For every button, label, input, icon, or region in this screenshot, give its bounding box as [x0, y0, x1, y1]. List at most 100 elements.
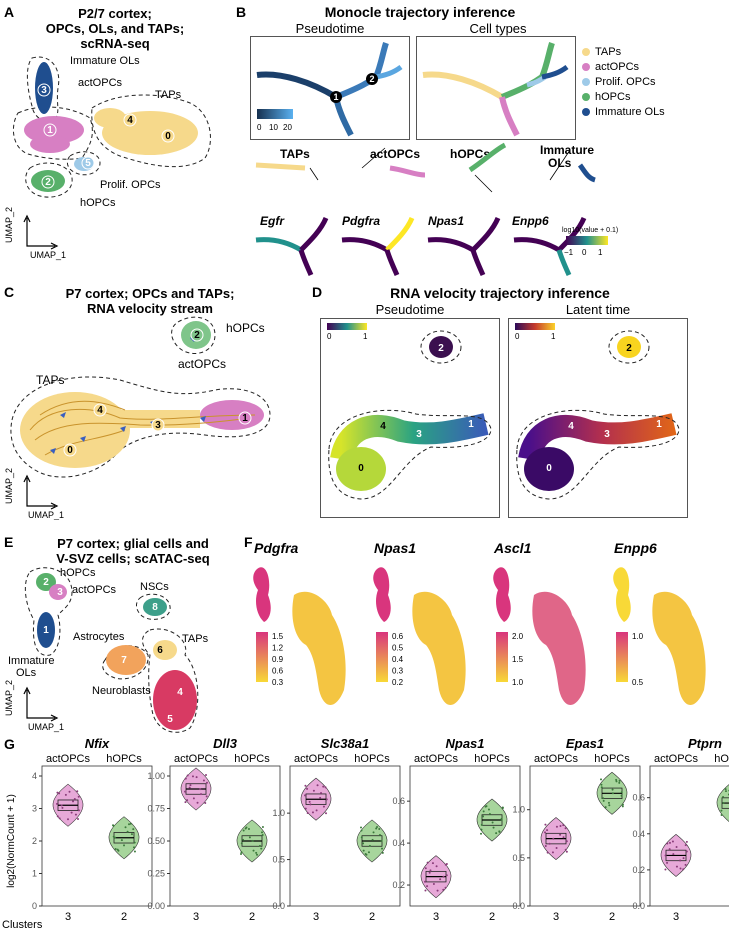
data-point: [256, 853, 259, 856]
data-point: [492, 826, 495, 829]
axis-umap1: UMAP_1: [28, 510, 64, 520]
data-point: [252, 849, 255, 852]
panel-a-title-line: P2/7 cortex;: [78, 6, 152, 21]
data-point: [544, 831, 547, 834]
label-neuroblasts: Neuroblasts: [92, 685, 151, 697]
data-point: [319, 796, 322, 799]
data-point: [195, 776, 198, 779]
cluster-label: 1: [656, 419, 662, 430]
data-point: [204, 774, 207, 777]
data-point: [312, 789, 315, 792]
group-label: actOPCs: [46, 753, 91, 765]
panel-b-title: Monocle trajectory inference: [324, 4, 516, 20]
data-point: [376, 826, 379, 829]
umap-cloud-svz: [532, 591, 586, 705]
y-tick-label: 0.00: [147, 901, 165, 911]
gene-title: Nfix: [85, 736, 110, 751]
colorbar-tick: 0.6: [272, 667, 284, 676]
data-point: [132, 828, 135, 831]
panel-c-title-line: P7 cortex; OPCs and TAPs;: [65, 286, 235, 301]
data-point: [424, 889, 427, 892]
pseudotime-velocity-box: 0 1 2 4 3 0 1: [320, 318, 500, 518]
y-tick-label: 0.0: [632, 901, 645, 911]
gene-title: Npas1: [445, 736, 484, 751]
cluster-label: 8: [152, 602, 158, 613]
y-tick-label: 0.5: [512, 853, 525, 863]
data-point: [61, 806, 64, 809]
data-point: [381, 847, 384, 850]
data-point: [679, 867, 682, 870]
gl-tick: −1: [564, 248, 574, 257]
cluster-label: 1: [43, 625, 49, 636]
data-point: [675, 846, 678, 849]
legend-swatch: [582, 107, 590, 116]
data-point: [620, 794, 623, 797]
gene-trajectory-branch: [471, 216, 501, 252]
cluster-label: 2: [438, 343, 444, 354]
group-label: hOPCs: [474, 753, 510, 765]
data-point: [124, 826, 127, 829]
data-point: [424, 867, 427, 870]
panel-e-atac: 2 3 1 8 7 6 4 5 hOPCs actOPCs Immature O…: [4, 567, 209, 733]
data-point: [360, 826, 363, 829]
y-tick-label: 4: [32, 771, 37, 781]
group-label: actOPCs: [294, 753, 339, 765]
gene-trajectory-branch: [384, 249, 400, 276]
data-point: [56, 815, 59, 818]
umap-cloud-svz: [652, 591, 706, 705]
plot-frame: [41, 765, 153, 907]
data-point: [488, 812, 491, 815]
data-point: [304, 794, 307, 797]
data-point: [240, 853, 243, 856]
panel-c-letter: C: [4, 284, 15, 300]
color-bar: [376, 632, 388, 682]
data-point: [679, 859, 682, 862]
data-point: [551, 851, 554, 854]
colorbar-tick: 1.2: [272, 644, 284, 653]
cluster-label: 0: [67, 445, 73, 456]
data-point: [428, 871, 431, 874]
data-point: [76, 790, 79, 793]
data-point: [500, 818, 503, 821]
legend-label: TAPs: [595, 45, 622, 58]
plot-frame: [529, 765, 641, 907]
label-taps: TAPs: [182, 633, 209, 645]
cluster-label: 4: [568, 421, 574, 432]
data-point: [133, 850, 136, 853]
data-point: [316, 784, 319, 787]
plot-frame: [649, 765, 729, 907]
data-point: [498, 830, 501, 833]
legend-swatch: [582, 62, 590, 71]
data-point: [424, 880, 427, 883]
data-point: [724, 790, 727, 793]
legend-item: Prolif. OPCs: [582, 74, 727, 89]
data-point: [684, 863, 687, 866]
data-point: [608, 804, 611, 807]
group-label: hOPCs: [714, 753, 729, 765]
data-point: [432, 883, 435, 886]
data-point: [480, 823, 483, 826]
data-point: [546, 829, 549, 832]
x-tick-label: 2: [609, 911, 615, 923]
data-point: [324, 786, 327, 789]
data-point: [675, 865, 678, 868]
plot-frame: [169, 765, 281, 907]
panel-e-title-line: P7 cortex; glial cells and: [57, 536, 209, 551]
data-point: [362, 842, 365, 845]
group-label: hOPCs: [106, 753, 142, 765]
gene-title: Dll3: [213, 736, 238, 751]
color-bar: [256, 632, 268, 682]
data-point: [188, 786, 191, 789]
cluster-label: 4: [127, 115, 133, 126]
data-point: [602, 799, 605, 802]
group-label: hOPCs: [354, 753, 390, 765]
data-point: [484, 805, 487, 808]
data-point: [445, 874, 448, 877]
x-tick-label: 3: [433, 911, 439, 923]
colorbar-tick: 0.2: [392, 678, 404, 687]
cb-tick: 0: [327, 332, 332, 341]
